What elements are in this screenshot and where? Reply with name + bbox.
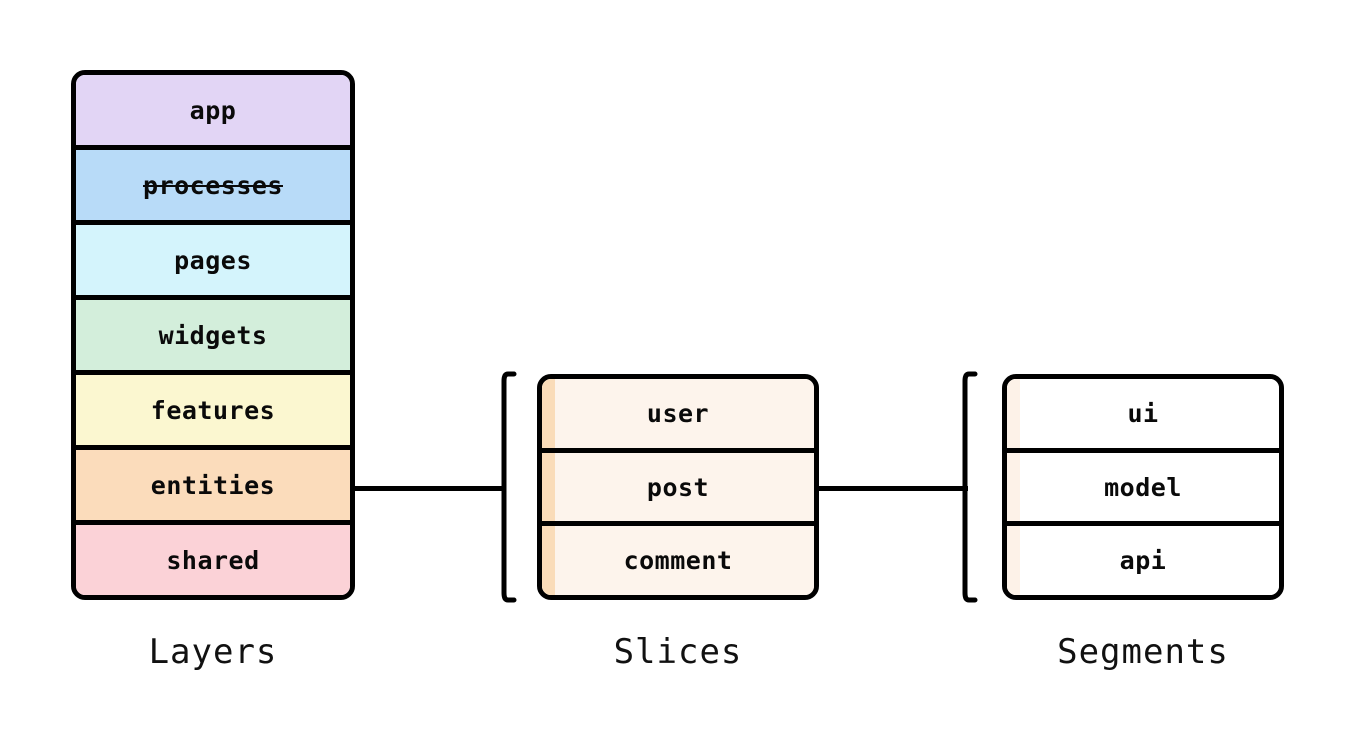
segment-accent-stripe [1007,452,1020,522]
segment-row-model[interactable]: model [1007,452,1279,527]
layer-label-entities: entities [150,470,276,500]
layer-row-entities[interactable]: entities [76,450,350,525]
slice-label-post: post [646,472,710,502]
layer-row-pages[interactable]: pages [76,225,350,300]
segment-row-api[interactable]: api [1007,526,1279,595]
segments-stack: ui model api [1002,374,1284,600]
layer-row-widgets[interactable]: widgets [76,300,350,375]
layer-label-app: app [189,95,237,125]
caption-layers: Layers [148,632,278,672]
slice-accent-stripe [542,379,555,448]
segment-accent-stripe [1007,526,1020,595]
connector-slices-to-segments [816,486,968,491]
layer-label-shared: shared [166,545,260,575]
slices-bracket [492,371,518,603]
slice-label-comment: comment [623,546,733,576]
connector-layers-to-slices [353,486,506,491]
segment-accent-stripe [1007,379,1020,448]
segment-label-api: api [1119,546,1167,576]
slice-accent-stripe [542,526,555,595]
slice-accent-stripe [542,452,555,522]
slice-row-post[interactable]: post [542,452,814,527]
caption-slices: Slices [613,632,743,672]
segment-row-ui[interactable]: ui [1007,379,1279,453]
segment-label-ui: ui [1127,398,1159,428]
layer-label-features: features [150,395,276,425]
segment-label-model: model [1104,472,1182,502]
layer-row-shared[interactable]: shared [76,525,350,595]
layers-stack: app processes pages widgets features ent… [71,70,355,600]
slice-row-user[interactable]: user [542,379,814,453]
segments-bracket [953,371,979,603]
layer-row-features[interactable]: features [76,375,350,450]
layer-label-widgets: widgets [158,320,268,350]
slice-row-comment[interactable]: comment [542,526,814,595]
layer-label-pages: pages [174,245,252,275]
caption-segments: Segments [1057,632,1229,672]
layer-label-processes: processes [143,170,283,200]
layer-row-processes[interactable]: processes [76,150,350,225]
slices-stack: user post comment [537,374,819,600]
slice-label-user: user [646,398,710,428]
layer-row-app[interactable]: app [76,75,350,150]
